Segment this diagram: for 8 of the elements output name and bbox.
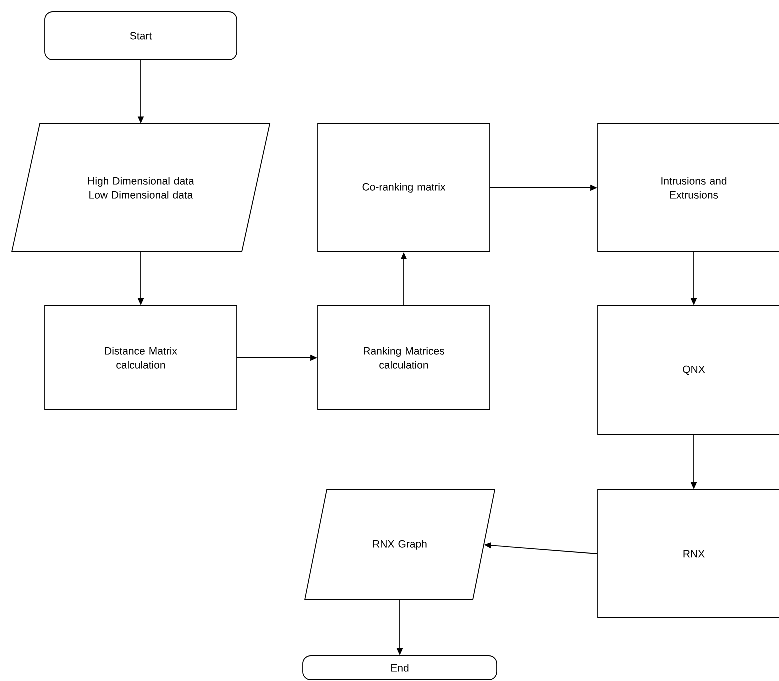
process-box: Co-ranking matrix [318, 124, 490, 252]
process-box: Intrusions and Extrusions [598, 124, 779, 252]
process-box: RNX [598, 490, 779, 618]
process-box: QNX [598, 306, 779, 436]
terminal-box: Start [44, 12, 238, 60]
process-box: Ranking Matrices calculation [318, 306, 490, 410]
terminal-box: End [302, 656, 498, 680]
process-box: Distance Matrix calculation [44, 306, 238, 410]
